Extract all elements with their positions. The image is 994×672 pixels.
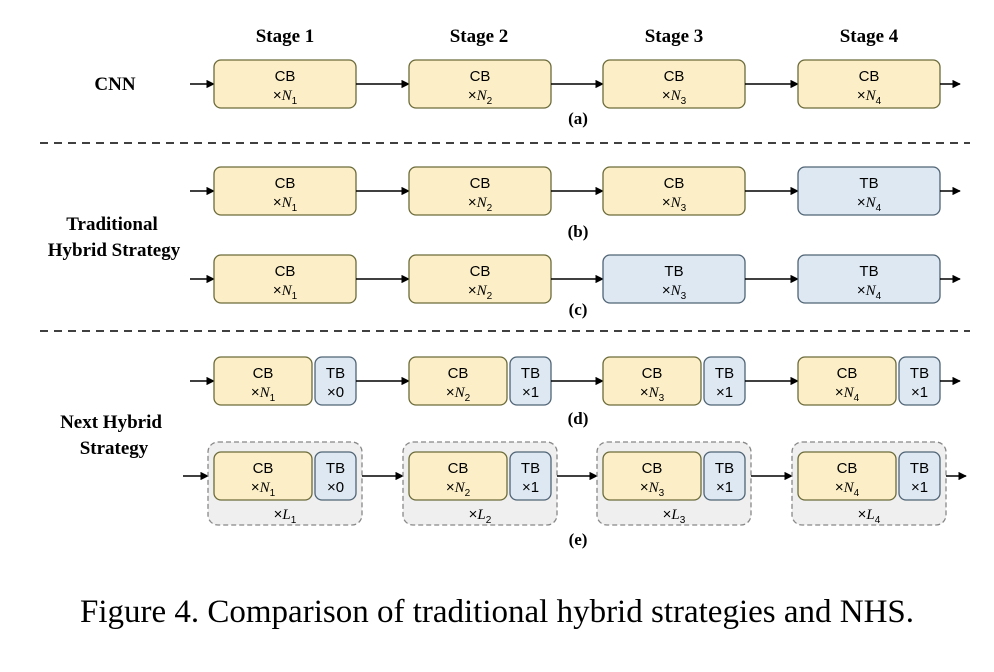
block-c-4-count: ×N4 (857, 282, 882, 302)
tb-d-2-count: ×1 (522, 384, 539, 401)
cb-d-4-type: CB (837, 365, 858, 382)
block-b-3-count: ×N3 (662, 194, 687, 214)
cb-d-1-type: CB (253, 365, 274, 382)
subfigure-label-c: (c) (569, 300, 588, 319)
subfigure-label-e: (e) (569, 530, 588, 549)
cb-d-2-count: ×N2 (446, 384, 471, 404)
tb-e-3-count: ×1 (716, 479, 733, 496)
tb-e-3-type: TB (715, 460, 734, 477)
cb-e-1-type: CB (253, 460, 274, 477)
tb-d-3-count: ×1 (716, 384, 733, 401)
row-label-next-line1: Next Hybrid (60, 412, 162, 433)
cb-e-4-type: CB (837, 460, 858, 477)
block-b-4-count: ×N4 (857, 194, 882, 214)
tb-e-1-count: ×0 (327, 479, 344, 496)
tb-d-4-count: ×1 (911, 384, 928, 401)
cb-e-1-count: ×N1 (251, 479, 276, 499)
block-a-4-type: CB (859, 68, 880, 85)
block-c-2-count: ×N2 (468, 282, 493, 302)
cb-e-1 (213, 451, 313, 501)
tb-d-4-type: TB (910, 365, 929, 382)
block-b-2-count: ×N2 (468, 194, 493, 214)
subfigure-label-b: (b) (568, 222, 589, 241)
cb-e-2-count: ×N2 (446, 479, 471, 499)
diagram-blocks: CB×N1CB×N2CB×N3CB×N4CB×N1CB×N2CB×N3TB×N4… (183, 59, 967, 526)
cb-e-3 (602, 451, 702, 501)
tb-e-4-type: TB (910, 460, 929, 477)
tb-d-1-type: TB (326, 365, 345, 382)
block-c-1-count: ×N1 (273, 282, 298, 302)
cb-d-3-type: CB (642, 365, 663, 382)
subfigure-label-d: (d) (568, 409, 589, 428)
tb-e-2-count: ×1 (522, 479, 539, 496)
cb-d-2 (408, 356, 508, 406)
block-c-3-count: ×N3 (662, 282, 687, 302)
cb-d-2-type: CB (448, 365, 469, 382)
block-c-2-type: CB (470, 263, 491, 280)
stage-header-2: Stage 2 (450, 26, 509, 47)
block-c-3-type: TB (664, 263, 683, 280)
block-a-2-count: ×N2 (468, 87, 493, 107)
stage-header-1: Stage 1 (256, 26, 315, 47)
cb-e-3-type: CB (642, 460, 663, 477)
block-b-1-type: CB (275, 175, 296, 192)
block-b-2-type: CB (470, 175, 491, 192)
block-a-2-type: CB (470, 68, 491, 85)
tb-e-4 (898, 451, 941, 501)
block-b-4-type: TB (859, 175, 878, 192)
cb-d-3-count: ×N3 (640, 384, 665, 404)
tb-d-1-count: ×0 (327, 384, 344, 401)
cb-d-4 (797, 356, 897, 406)
block-b-1-count: ×N1 (273, 194, 298, 214)
cb-e-4 (797, 451, 897, 501)
block-a-1-type: CB (275, 68, 296, 85)
block-a-3-type: CB (664, 68, 685, 85)
tb-e-1 (314, 451, 357, 501)
block-c-1-type: CB (275, 263, 296, 280)
cb-e-2 (408, 451, 508, 501)
tb-e-2-type: TB (521, 460, 540, 477)
stage-header-4: Stage 4 (840, 26, 899, 47)
tb-e-4-count: ×1 (911, 479, 928, 496)
block-c-4-type: TB (859, 263, 878, 280)
cb-d-1-count: ×N1 (251, 384, 276, 404)
tb-e-3 (703, 451, 746, 501)
cb-e-3-count: ×N3 (640, 479, 665, 499)
tb-d-3-type: TB (715, 365, 734, 382)
figure-caption: Figure 4. Comparison of traditional hybr… (80, 594, 914, 630)
row-label-traditional-line2: Hybrid Strategy (48, 240, 181, 261)
tb-d-2-type: TB (521, 365, 540, 382)
subfigure-label-a: (a) (568, 109, 588, 128)
cb-d-3 (602, 356, 702, 406)
stage-header-3: Stage 3 (645, 26, 704, 47)
block-a-1-count: ×N1 (273, 87, 298, 107)
block-a-4-count: ×N4 (857, 87, 882, 107)
cb-d-4-count: ×N4 (835, 384, 860, 404)
row-label-cnn: CNN (94, 74, 135, 95)
row-label-next-line2: Strategy (80, 438, 149, 459)
cb-e-2-type: CB (448, 460, 469, 477)
block-b-3-type: CB (664, 175, 685, 192)
row-label-traditional-line1: Traditional (66, 214, 158, 235)
block-a-3-count: ×N3 (662, 87, 687, 107)
tb-e-1-type: TB (326, 460, 345, 477)
cb-d-1 (213, 356, 313, 406)
tb-e-2 (509, 451, 552, 501)
cb-e-4-count: ×N4 (835, 479, 860, 499)
